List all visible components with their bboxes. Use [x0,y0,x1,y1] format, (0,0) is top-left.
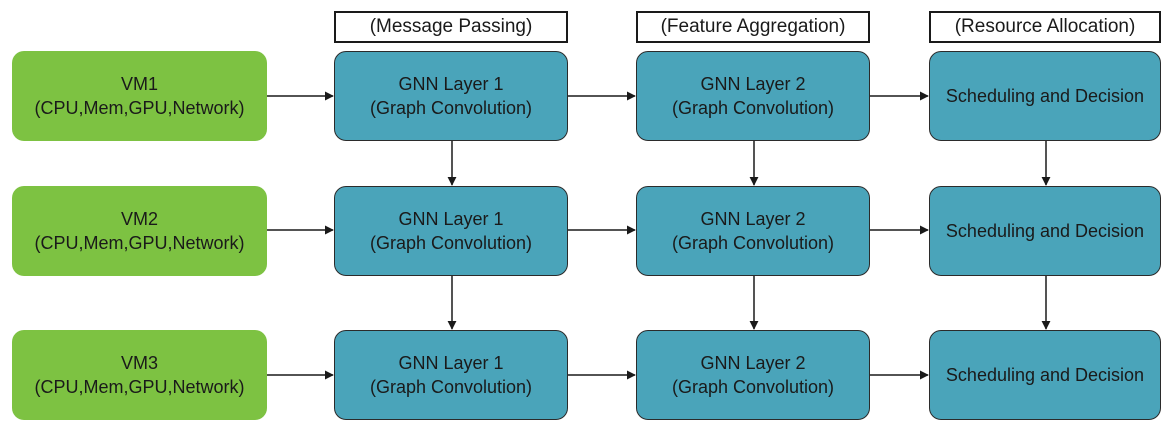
header-message-passing-label: (Message Passing) [369,16,533,37]
header-resource-allocation-label: (Resource Allocation) [954,16,1136,37]
header-feature-aggregation-label: (Feature Aggregation) [660,16,846,37]
vm2-node: VM2 (CPU,Mem,GPU,Network) [12,186,267,276]
gnn-layer1-row2-title: GNN Layer 1 [398,208,504,229]
vm3-name: VM3 [120,352,158,373]
gnn-layer1-row3-title: GNN Layer 1 [398,352,504,373]
vm2-specs: (CPU,Mem,GPU,Network) [34,233,245,253]
gnn-layer1-row1-title: GNN Layer 1 [398,73,504,94]
gnn-layer2-row1-title: GNN Layer 2 [700,73,806,94]
gnn-layer2-row3-title: GNN Layer 2 [700,352,806,373]
gnn-layer2-row2-subtitle: (Graph Convolution) [671,233,835,253]
decision-row1-label: Scheduling and Decision [945,85,1145,106]
gnn-layer2-row1: GNN Layer 2 (Graph Convolution) [636,51,870,141]
gnn-layer1-row2: GNN Layer 1 (Graph Convolution) [334,186,568,276]
gnn-layer2-row2-title: GNN Layer 2 [700,208,806,229]
vm1-node: VM1 (CPU,Mem,GPU,Network) [12,51,267,141]
gnn-layer1-row1: GNN Layer 1 (Graph Convolution) [334,51,568,141]
decision-row1: Scheduling and Decision [929,51,1161,141]
decision-row3: Scheduling and Decision [929,330,1161,420]
gnn-layer2-row2: GNN Layer 2 (Graph Convolution) [636,186,870,276]
header-message-passing: (Message Passing) [334,11,568,43]
vm2-name: VM2 [120,208,158,229]
decision-row2: Scheduling and Decision [929,186,1161,276]
gnn-layer1-row3: GNN Layer 1 (Graph Convolution) [334,330,568,420]
gnn-layer2-row3: GNN Layer 2 (Graph Convolution) [636,330,870,420]
decision-row3-label: Scheduling and Decision [945,364,1145,385]
gnn-layer1-row1-subtitle: (Graph Convolution) [369,98,533,118]
header-resource-allocation: (Resource Allocation) [929,11,1161,43]
gnn-layer1-row2-subtitle: (Graph Convolution) [369,233,533,253]
header-feature-aggregation: (Feature Aggregation) [636,11,870,43]
gnn-layer2-row1-subtitle: (Graph Convolution) [671,98,835,118]
vm1-specs: (CPU,Mem,GPU,Network) [34,98,245,118]
vm1-name: VM1 [120,73,158,94]
vm3-specs: (CPU,Mem,GPU,Network) [34,377,245,397]
vm3-node: VM3 (CPU,Mem,GPU,Network) [12,330,267,420]
gnn-layer1-row3-subtitle: (Graph Convolution) [369,377,533,397]
decision-row2-label: Scheduling and Decision [945,220,1145,241]
gnn-layer2-row3-subtitle: (Graph Convolution) [671,377,835,397]
